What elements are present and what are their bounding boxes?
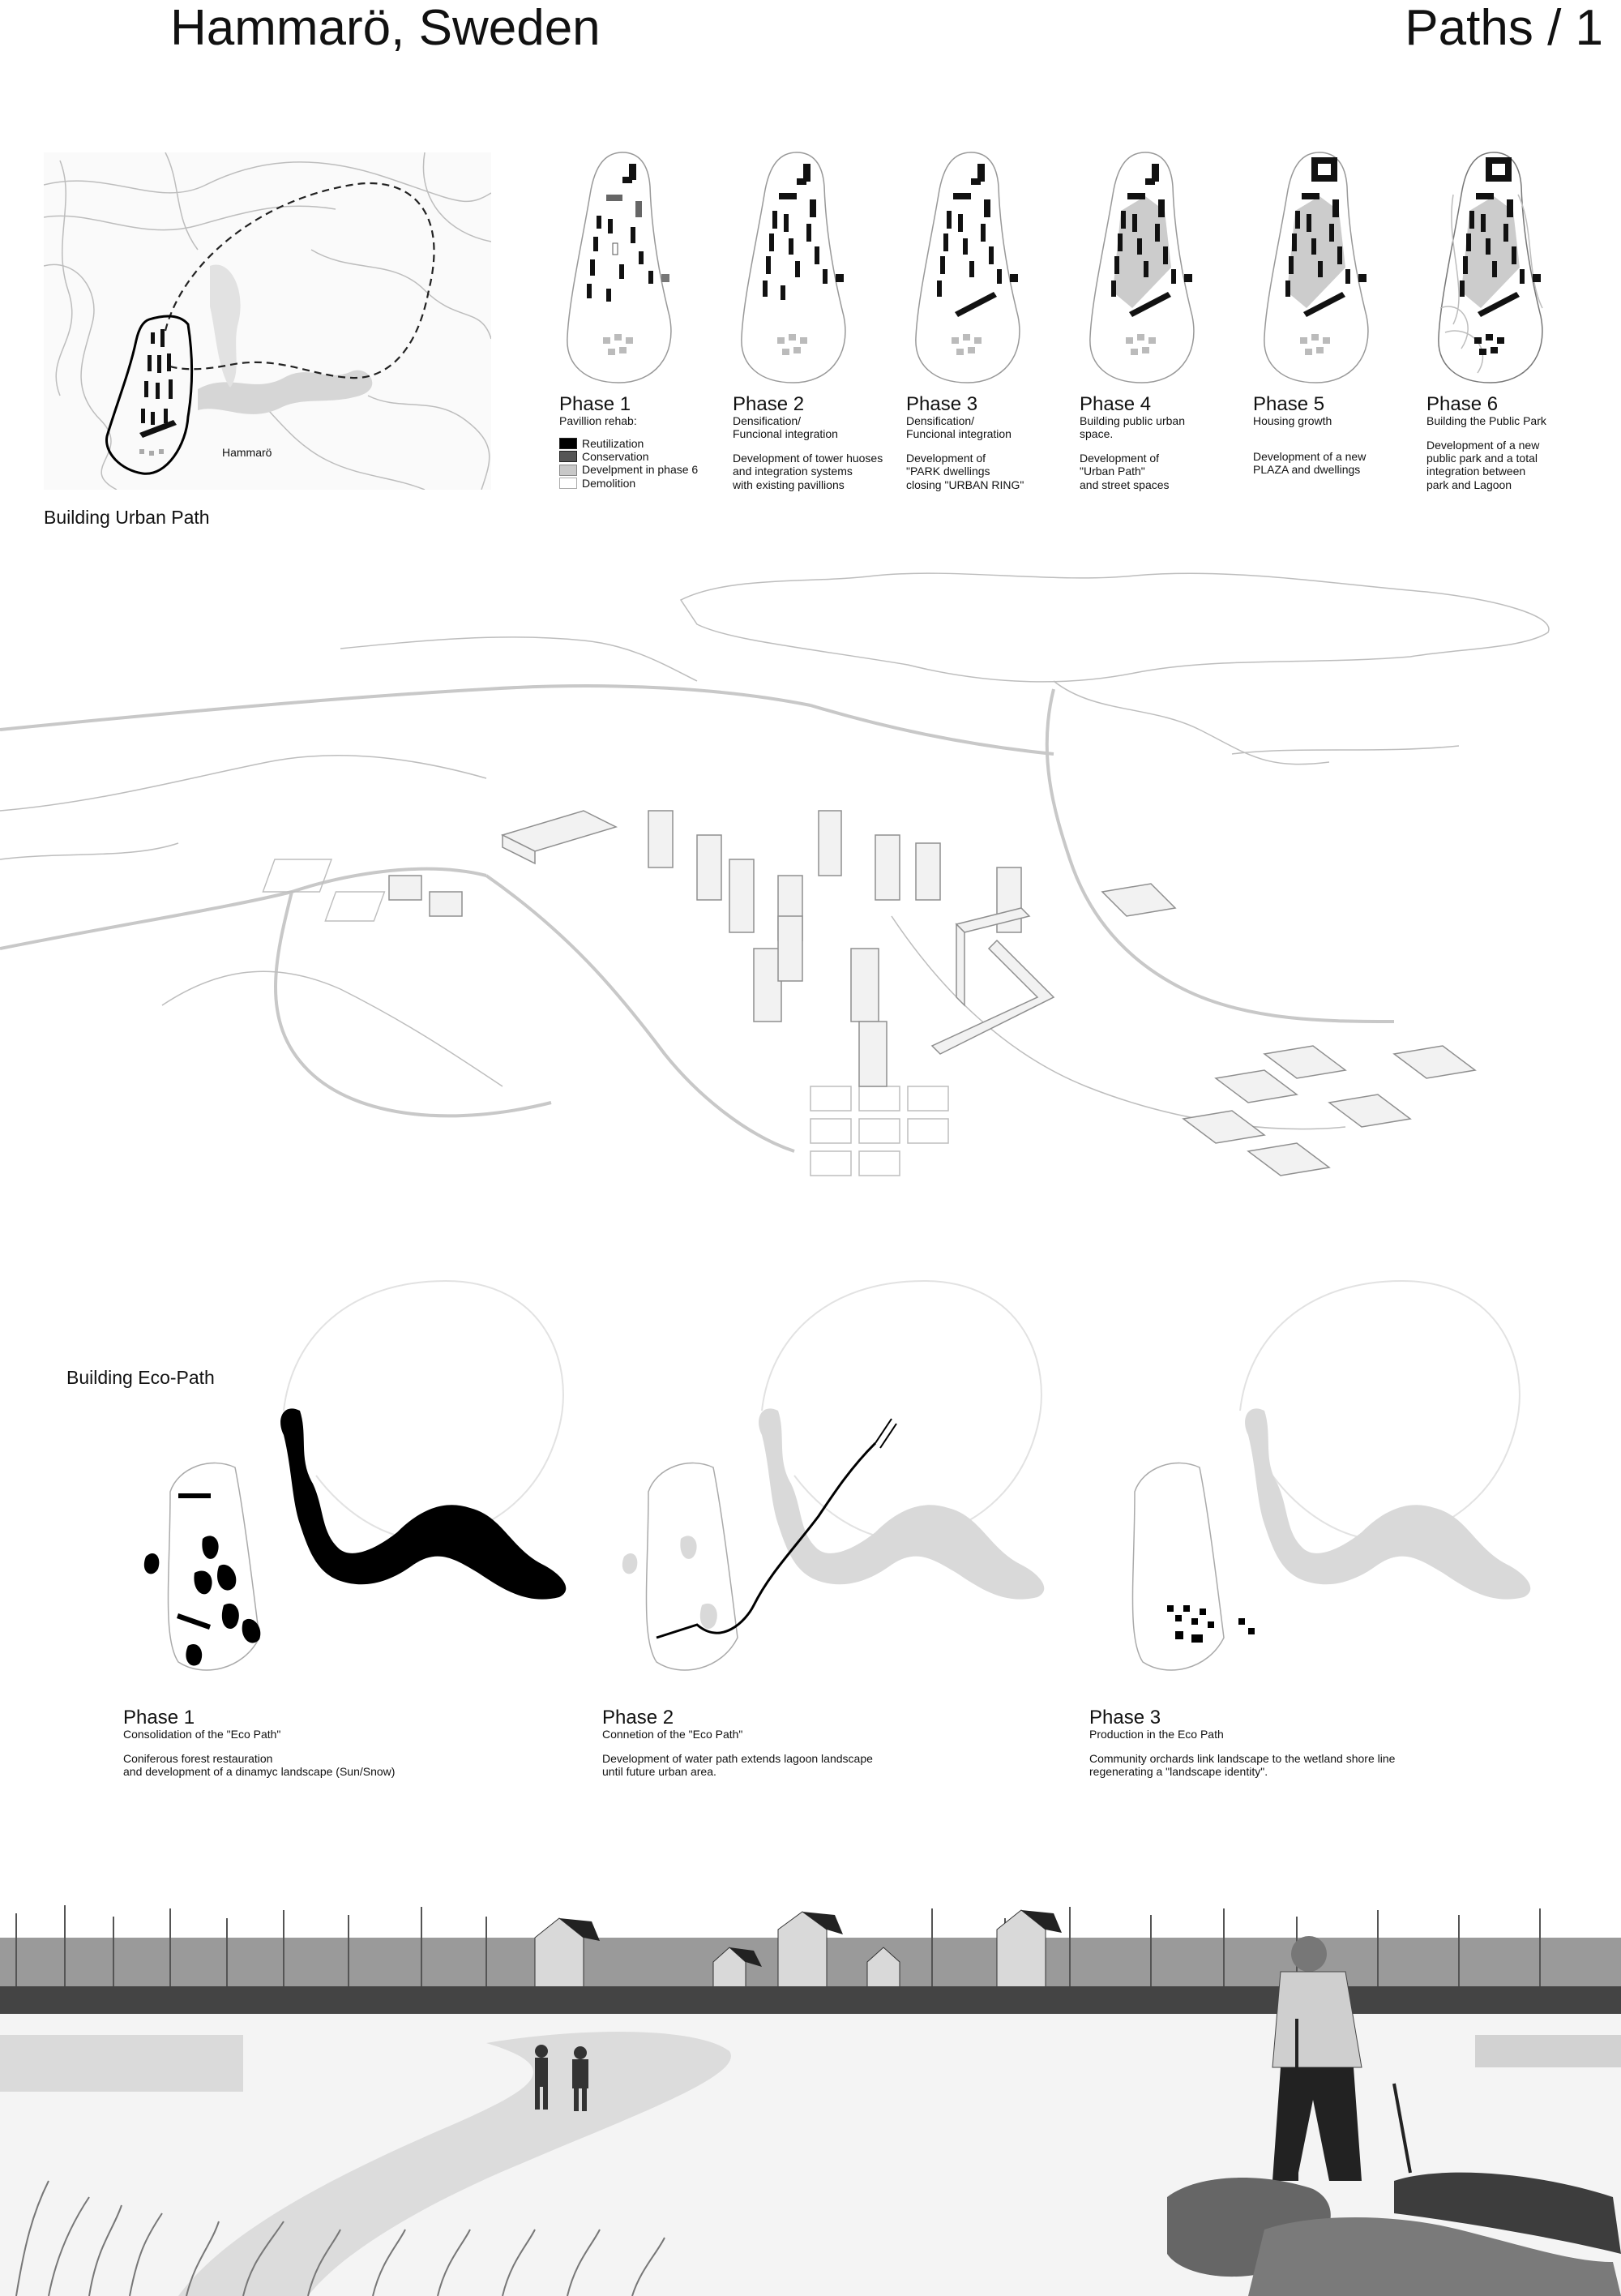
phase-subtitle: Building public urban space. [1080,414,1185,441]
phase-description: Development of "Urban Path" and street s… [1080,452,1170,491]
phase-title: Phase 4 [1080,393,1152,415]
phase-title: Phase 6 [1426,393,1499,415]
phase-title: Phase 3 [906,393,978,415]
phase-subtitle: Production in the Eco Path [1089,1728,1224,1741]
legend-item: Conservation [559,450,725,463]
legend-item: Develpment in phase 6 [559,463,725,476]
phase-description: Development of a new PLAZA and dwellings [1253,450,1367,477]
sheet-number: Paths / 1 [1405,0,1603,56]
axonometric-masterplan [0,568,1621,1257]
phase-title: Phase 5 [1253,393,1325,415]
phase-title: Phase 2 [602,1707,674,1728]
urban-phase-diagrams [558,146,1611,389]
legend-swatch-white [559,477,577,489]
legend-item: Demolition [559,477,725,490]
phase-title: Phase 1 [559,393,631,415]
urban-phase-5-text: Phase 5 Housing growth Development of a … [1253,393,1419,477]
eco-phase-3-text: Phase 3 Production in the Eco Path Commu… [1089,1707,1592,1779]
eco-phase-2-text: Phase 2 Connetion of the "Eco Path" Deve… [602,1707,1056,1779]
section-title-urban: Building Urban Path [44,507,210,528]
site-context-map: Hammarö [44,152,491,490]
urban-phase-2-diagram [741,152,846,383]
phase-subtitle: Densification/ Funcional integration [906,414,1012,441]
phase-subtitle: Consolidation of the "Eco Path" [123,1728,281,1741]
phase-description: Development of tower huoses and integrat… [733,452,883,491]
urban-phase-2-text: Phase 2 Densification/ Funcional integra… [733,394,899,491]
phase-subtitle: Connetion of the "Eco Path" [602,1728,743,1741]
phase-subtitle: Housing growth [1253,414,1332,428]
phase-description: Community orchards link landscape to the… [1089,1752,1396,1779]
phase-description: Development of water path extends lagoon… [602,1752,873,1779]
phase-title: Phase 2 [733,393,805,415]
urban-phase-4-text: Phase 4 Building public urban space. Dev… [1080,394,1246,491]
urban-phase-5-diagram [1264,152,1369,383]
phase-description: Development of a new public park and a t… [1426,439,1540,491]
phase-title: Phase 1 [123,1707,195,1728]
legend: Reutilization Conservation Develpment in… [559,437,725,490]
page-title: Hammarö, Sweden [170,0,601,56]
legend-item: Reutilization [559,437,725,450]
phase-description: Development of "PARK dwellings closing "… [906,452,1024,491]
phase-subtitle: Building the Public Park [1426,414,1546,428]
legend-swatch-light [559,464,577,476]
section-title-eco: Building Eco-Path [66,1367,215,1388]
urban-phase-1-diagram [567,152,672,383]
urban-phase-3-diagram [915,152,1020,383]
eco-phase-1-text: Phase 1 Consolidation of the "Eco Path" … [123,1707,577,1779]
urban-phase-6-diagram [1438,152,1543,383]
phase-description: Coniferous forest restauration and devel… [123,1752,396,1779]
phase-title: Phase 3 [1089,1707,1161,1728]
landscape-render [0,1905,1621,2296]
legend-swatch-black [559,438,577,450]
urban-phase-1-text: Phase 1 Pavillion rehab: Reutilization C… [559,394,725,490]
eco-phase-diagrams [122,1265,1580,1719]
urban-phase-6-text: Phase 6 Building the Public Park Develop… [1426,394,1609,491]
urban-phase-3-text: Phase 3 Densification/ Funcional integra… [906,394,1072,491]
phase-subtitle: Pavillion rehab: [559,414,637,428]
urban-phase-4-diagram [1089,152,1195,383]
phase-subtitle: Densification/ Funcional integration [733,414,838,441]
site-place-label: Hammarö [222,446,272,459]
legend-swatch-dark [559,451,577,463]
